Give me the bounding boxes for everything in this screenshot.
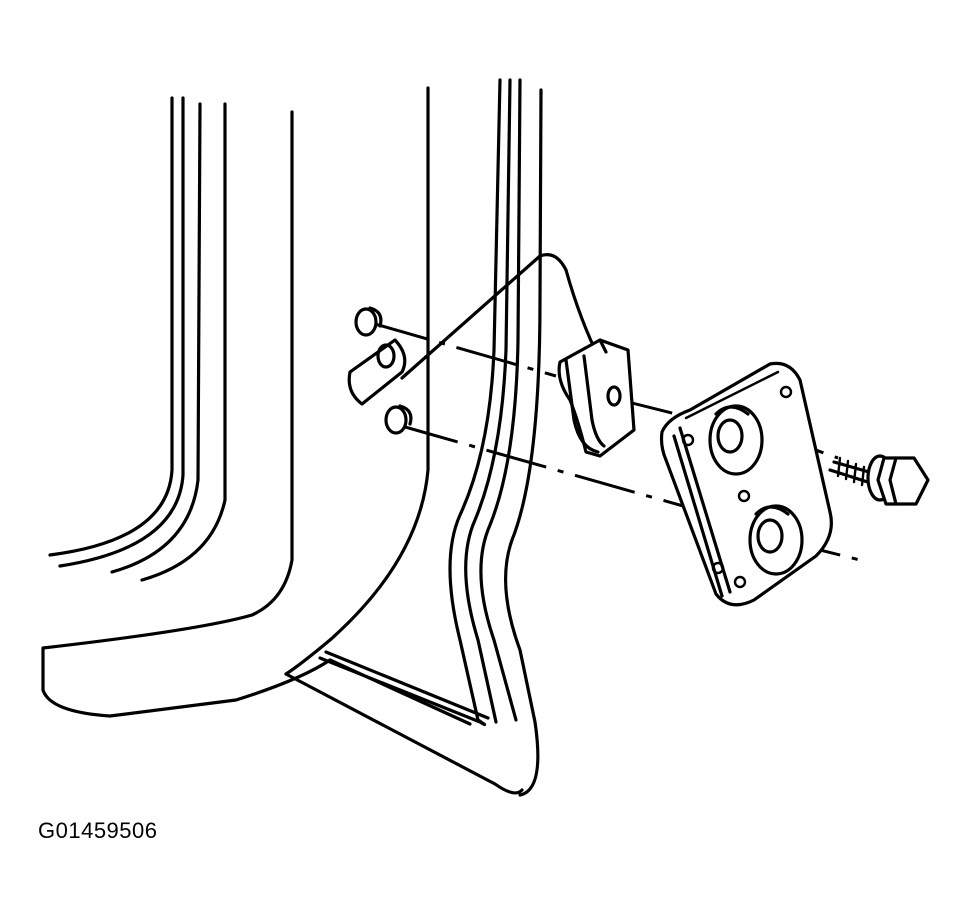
u-clip xyxy=(557,338,636,458)
clip-washers xyxy=(347,306,413,435)
striker-plate xyxy=(659,361,833,607)
figure-id-label: G01459506 xyxy=(38,818,158,843)
door-pillar xyxy=(41,78,543,797)
hex-bolt xyxy=(828,454,930,506)
